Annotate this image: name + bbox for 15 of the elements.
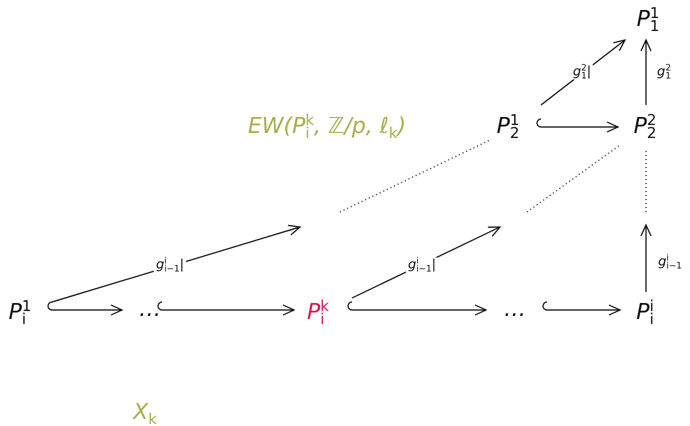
dotted-line [526, 144, 620, 212]
arrow [347, 301, 487, 316]
arrow [640, 224, 652, 292]
faint-math-text: EW(P$_{i}$$^{k}$, ℤ/p, ℓ$_{k}$) [248, 116, 406, 138]
math-term: … [504, 299, 526, 321]
arrow [540, 39, 626, 106]
dotted-line [340, 139, 490, 213]
arrow [536, 118, 619, 133]
arrow [640, 39, 652, 105]
arrow [157, 301, 295, 316]
arrow [47, 301, 123, 316]
arrow [542, 301, 621, 316]
edge-label: g$_{1}$$^{2}$| [570, 64, 594, 80]
math-term: … [139, 299, 161, 321]
faint-math-text: X$_{k}$ [133, 402, 157, 424]
